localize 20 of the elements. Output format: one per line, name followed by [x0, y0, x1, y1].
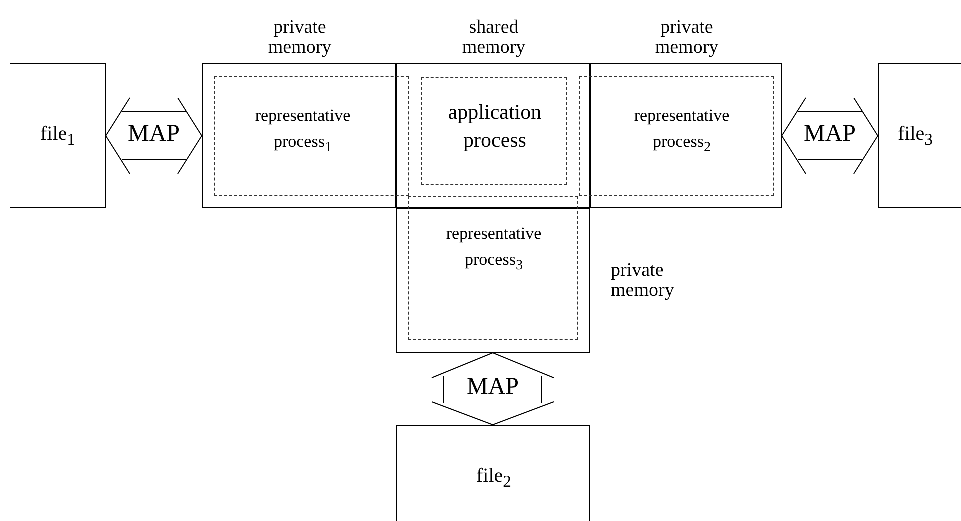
process-box: [214, 76, 409, 196]
process-box: [579, 76, 774, 196]
file-label: file$_{1}$: [40, 122, 76, 150]
file-label: file$_{3}$: [897, 122, 934, 150]
map-label: MAP: [802, 120, 858, 149]
process-label: representative process$_{3}$: [445, 223, 543, 275]
region-label: private memory: [611, 261, 676, 301]
file-box: [396, 425, 590, 521]
region-label: private memory: [654, 18, 720, 58]
map-label: MAP: [126, 120, 182, 149]
process-box: [408, 196, 578, 340]
region-label: private memory: [267, 18, 333, 58]
process-label: application process: [447, 99, 543, 154]
file-box: [10, 63, 106, 208]
region-label: shared memory: [461, 18, 527, 58]
file-box: [878, 63, 961, 208]
file-label: file$_{2}$: [476, 464, 512, 492]
map-label: MAP: [466, 373, 520, 402]
process-label: representative process$_{2}$: [633, 105, 731, 157]
process-label: representative process$_{1}$: [254, 105, 352, 157]
